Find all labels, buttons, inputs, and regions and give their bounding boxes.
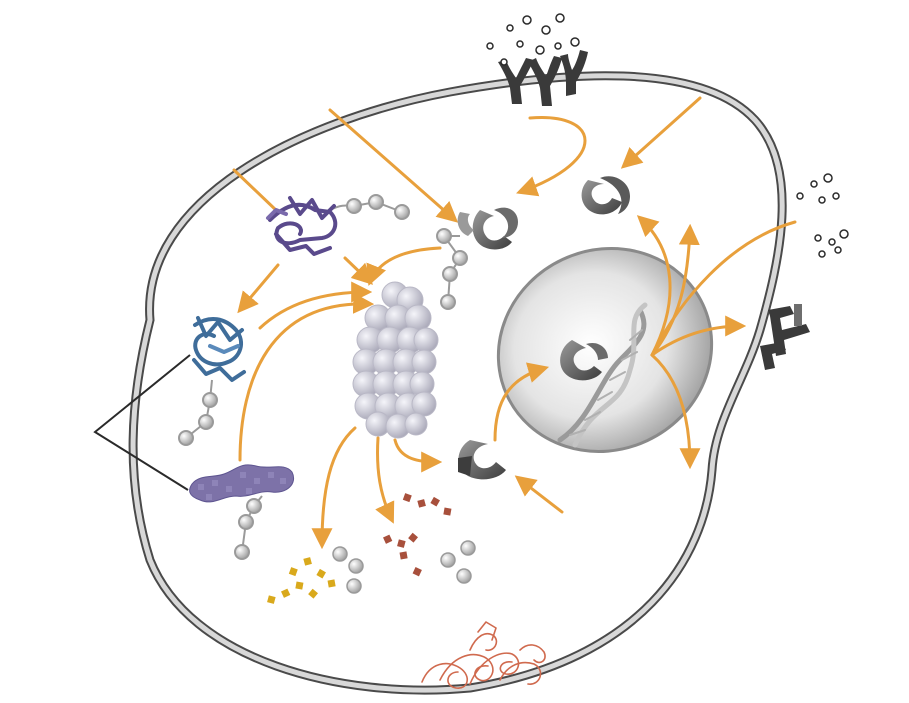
arrow-ligand-to-dna: [650, 220, 797, 357]
e3-ligase-bottom-icon: [458, 440, 506, 480]
e3-ligase-top-icon: [581, 176, 630, 215]
arrow-receptor-to-e3: [516, 116, 587, 197]
ubiquitin-chain-aggregate-icon: [234, 495, 263, 560]
dna-helix-icon: [557, 302, 648, 448]
arrow-protein-to-proteasome: [343, 256, 374, 285]
line-external-left: [232, 168, 280, 214]
ubiquitin-chain-e3-icon: [436, 228, 468, 310]
arrow-blue-to-proteasome: [258, 281, 373, 330]
arrow-proteasome-to-yellow: [311, 426, 357, 550]
arrow-proteasome-to-red: [375, 436, 395, 524]
ligand-particles-icon: [486, 13, 580, 66]
e3-ligase-icon: [457, 207, 518, 250]
free-ubiquitin-icon: [332, 540, 476, 594]
arrow-dna-to-down: [650, 353, 701, 470]
peptide-fragments-icon: [267, 557, 336, 604]
peptide-fragments-red-icon: [383, 493, 452, 577]
arrow-protein-to-blue: [237, 263, 280, 314]
e3-ligase-nucleus-icon: [560, 340, 608, 381]
arrow-dna-to-up: [650, 223, 700, 357]
folded-protein-blue-icon: [192, 316, 246, 382]
arrow-dna-to-e3-top: [636, 215, 672, 357]
arrow-dna-to-right: [650, 315, 747, 357]
cell-membrane: [128, 71, 787, 695]
folded-protein-icon: [266, 196, 338, 256]
membrane-receptor-right-icon: [760, 304, 810, 370]
proteasome-icon: [352, 281, 439, 439]
protein-aggregate-icon: [189, 464, 294, 503]
ubiquitin-chain-blue-icon: [178, 379, 218, 446]
arrow-proteasome-to-e3: [393, 438, 443, 473]
label-pointer-lines: [93, 354, 191, 491]
arrow-aggregate-to-proteasome: [238, 292, 375, 462]
ligand-particles-right-icon: [796, 173, 849, 258]
extracellular-protein-icon: [421, 621, 546, 689]
pathway-arrows: [232, 96, 797, 550]
arrow-external-to-e3-top: [620, 96, 702, 169]
arrow-e3-to-dna: [493, 362, 550, 442]
arrow-external-to-e3-left: [328, 108, 459, 223]
arrow-inner-to-e3: [514, 475, 564, 514]
receptor-icon: [498, 50, 588, 106]
